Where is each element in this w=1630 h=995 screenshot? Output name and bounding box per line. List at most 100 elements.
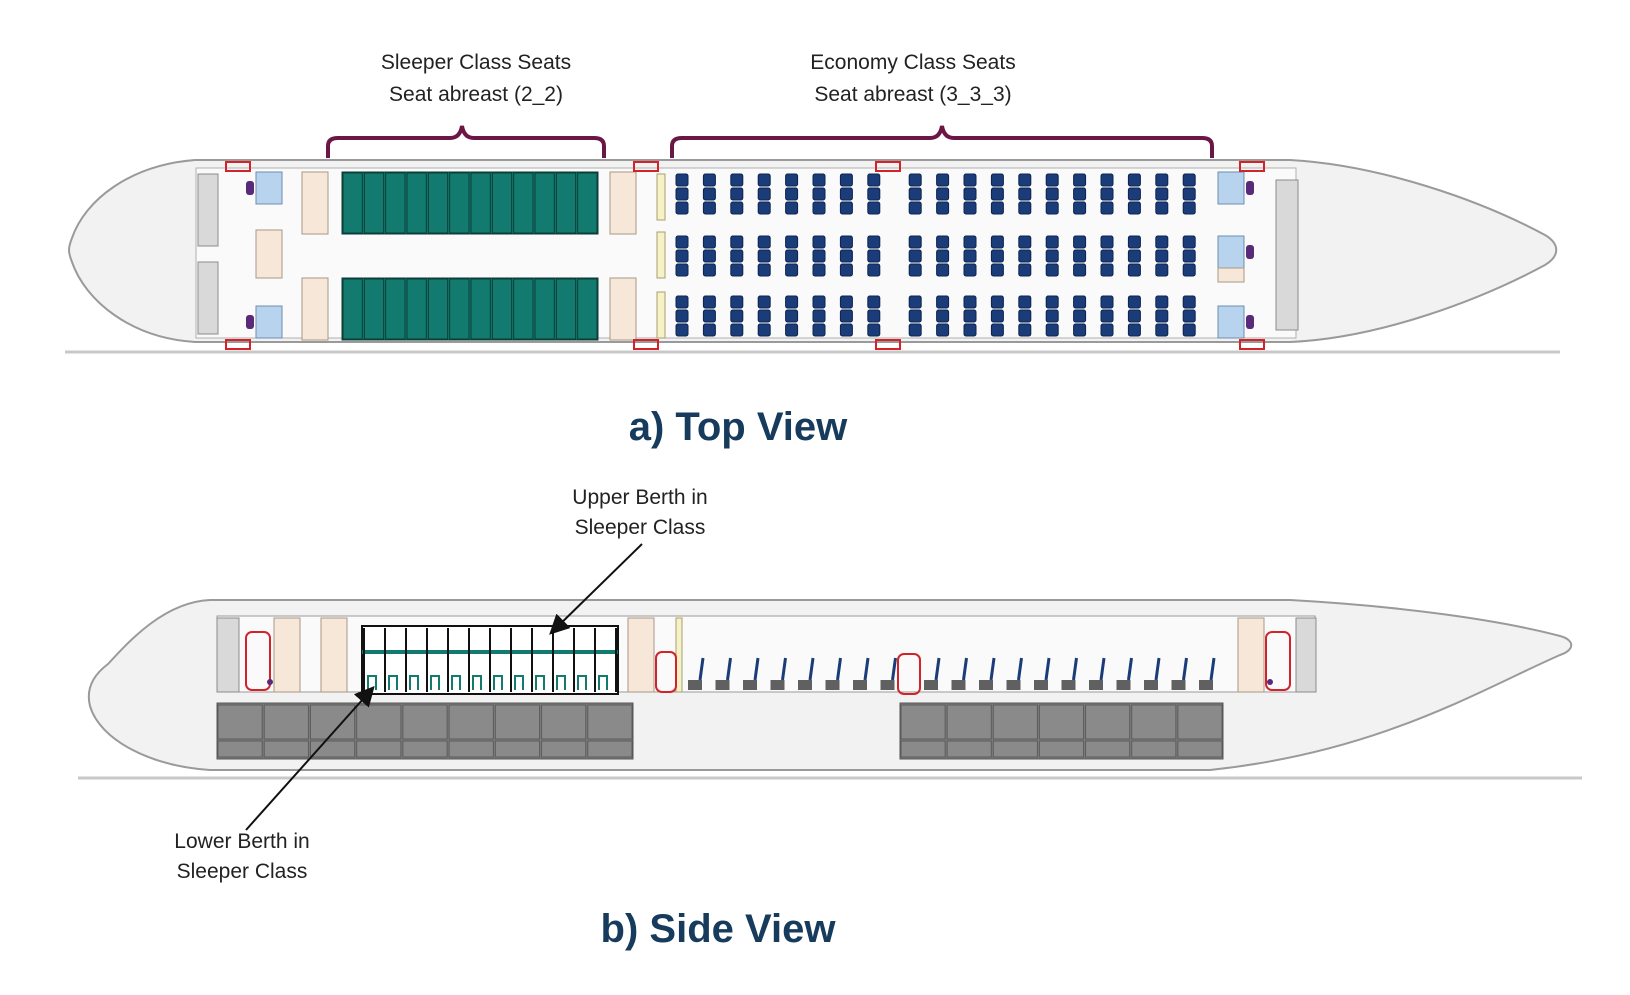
sleeper-seat — [513, 278, 534, 340]
sleeper-seat — [427, 172, 449, 234]
economy-seat — [785, 249, 799, 263]
economy-seat — [1100, 263, 1114, 277]
economy-seat — [1045, 173, 1059, 187]
economy-seat — [1045, 295, 1059, 309]
economy-seat — [839, 187, 853, 201]
economy-seat — [936, 295, 950, 309]
side-seat-back — [1072, 657, 1078, 681]
economy-seat — [1073, 187, 1087, 201]
cargo-containers — [217, 704, 1223, 758]
economy-seat — [867, 187, 881, 201]
sleeper-seat — [406, 172, 427, 234]
economy-seat — [990, 187, 1004, 201]
economy-seat — [990, 201, 1004, 215]
economy-seat — [963, 187, 977, 201]
sleeper-seat — [342, 172, 363, 234]
economy-seat — [1182, 249, 1196, 263]
economy-seat — [675, 323, 689, 337]
sleeper-berths — [362, 628, 618, 692]
door-handle-icon — [1267, 679, 1273, 685]
economy-seat — [1127, 323, 1141, 337]
economy-seat — [812, 235, 826, 249]
economy-seat — [1073, 201, 1087, 215]
economy-seat — [1100, 309, 1114, 323]
economy-seat — [867, 263, 881, 277]
rear-lavatory-center — [1217, 235, 1245, 269]
economy-seat — [1155, 235, 1169, 249]
rear-galley-small — [1217, 267, 1245, 283]
cargo-container — [217, 704, 263, 740]
lower-berth-seat — [430, 675, 440, 690]
economy-seat — [1100, 295, 1114, 309]
economy-seat — [963, 173, 977, 187]
economy-seat — [990, 309, 1004, 323]
galley-mid-right — [609, 277, 637, 341]
side-seat-back — [1182, 657, 1188, 681]
economy-seat — [730, 295, 744, 309]
economy-seat — [1182, 187, 1196, 201]
economy-seat — [785, 323, 799, 337]
side-exit-door — [655, 651, 677, 693]
economy-seat — [1018, 249, 1032, 263]
cargo-container — [402, 704, 448, 740]
lower-berth-seat — [514, 675, 524, 690]
side-seat-back — [1209, 657, 1216, 681]
galley-front-center — [255, 229, 283, 279]
side-seat-back — [698, 657, 705, 681]
economy-seat — [1018, 263, 1032, 277]
lower-berth-seat — [556, 675, 566, 690]
cargo-container — [448, 740, 494, 758]
economy-seat — [990, 263, 1004, 277]
lower-berth-seat — [409, 675, 419, 690]
cargo-container — [356, 704, 402, 740]
economy-seat — [1018, 187, 1032, 201]
cargo-container — [1038, 740, 1085, 758]
economy-seat — [757, 263, 771, 277]
economy-seat — [675, 309, 689, 323]
cargo-container — [1085, 740, 1131, 758]
side-exit-door — [245, 631, 271, 691]
economy-seat — [675, 249, 689, 263]
cargo-container — [541, 704, 587, 740]
economy-seat — [812, 173, 826, 187]
side-rear-galley — [1237, 617, 1265, 693]
sleeper-label-line2: Seat abreast (2_2) — [389, 83, 563, 106]
economy-seat — [1018, 235, 1032, 249]
economy-seat — [812, 309, 826, 323]
economy-seat — [730, 235, 744, 249]
side-seat-back — [808, 657, 815, 681]
economy-seat — [990, 323, 1004, 337]
side-seat-cushion — [743, 680, 757, 690]
sleeper-seat — [406, 278, 427, 340]
economy-seat — [963, 323, 977, 337]
economy-seat — [963, 309, 977, 323]
lower-berth-label-line1: Lower Berth in — [174, 830, 309, 853]
upper-berth-label-line1: Upper Berth in — [572, 486, 707, 509]
upper-berth-label-line2: Sleeper Class — [575, 516, 706, 539]
economy-seat — [1045, 249, 1059, 263]
economy-seat — [839, 249, 853, 263]
exit-door — [633, 161, 659, 172]
economy-seat — [1073, 309, 1087, 323]
economy-seat — [867, 309, 881, 323]
sleeper-seat — [385, 278, 406, 340]
cargo-container — [946, 740, 992, 758]
exit-door — [875, 339, 901, 350]
economy-seat — [785, 309, 799, 323]
economy-seat — [757, 235, 771, 249]
lavatory-fixture-icon — [246, 181, 254, 195]
economy-seat — [839, 309, 853, 323]
side-economy-seats — [688, 657, 1216, 690]
side-view-caption: b) Side View — [601, 907, 837, 951]
side-seat-cushion — [825, 680, 840, 690]
economy-seat — [963, 201, 977, 215]
economy-seat — [1073, 323, 1087, 337]
economy-seat — [1127, 173, 1141, 187]
side-rear-bulkhead — [1295, 617, 1317, 693]
sleeper-seat — [555, 278, 577, 340]
cargo-container — [992, 704, 1038, 740]
exit-door — [225, 339, 251, 350]
economy-seat — [936, 309, 950, 323]
cargo-container — [587, 704, 633, 740]
economy-seat — [785, 235, 799, 249]
